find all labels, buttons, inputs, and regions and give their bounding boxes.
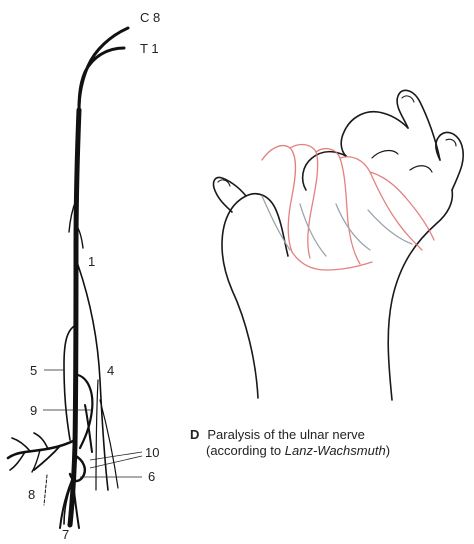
deep-branch-c: [12, 438, 30, 451]
caption-line-1: Paralysis of the ulnar nerve: [207, 427, 365, 442]
leader-10-b: [90, 456, 142, 468]
nerve-trunk: [70, 110, 79, 525]
nail-ring: [402, 96, 414, 102]
label-9: 9: [30, 404, 37, 418]
ulnar-nerve-drawing: [8, 28, 128, 528]
red-finger-5: [370, 172, 434, 240]
label-7: 7: [62, 528, 69, 542]
knuckle-line-1: [372, 151, 398, 158]
branch-4-b: [100, 400, 118, 488]
gray-finger-1: [262, 196, 290, 250]
ring-finger-outline: [397, 90, 440, 160]
flexed-finger-shading: [262, 196, 412, 256]
deep-branch-b: [34, 433, 48, 449]
gray-finger-4: [368, 210, 412, 244]
claw-hand-drawing: [213, 90, 463, 400]
nail-little: [446, 139, 456, 146]
palm-right-edge: [388, 190, 452, 400]
label-8: 8: [28, 488, 35, 502]
label-1: 1: [88, 255, 95, 269]
normal-position-overlay: [262, 145, 434, 270]
leader-lines: [43, 370, 142, 477]
knuckle-line-2: [410, 166, 432, 172]
caption-author: Lanz-Wachsmuth: [285, 443, 386, 458]
red-finger-3: [316, 149, 360, 264]
red-finger-1: [262, 146, 296, 252]
hand-outline: [222, 194, 288, 398]
red-finger-2: [290, 145, 318, 258]
branch-4-c: [96, 380, 98, 490]
caption-letter: D: [190, 427, 199, 442]
red-fingertip-arc: [292, 252, 372, 270]
label-5: 5: [30, 364, 37, 378]
little-finger-outline: [436, 132, 463, 190]
gray-finger-2: [300, 204, 326, 256]
deep-branch-main: [8, 440, 75, 458]
label-t1: T 1: [140, 42, 159, 56]
caption-line-2-pre: (according to: [206, 443, 285, 458]
caption-line-2-post: ): [386, 443, 390, 458]
gray-finger-3: [336, 204, 370, 250]
label-4: 4: [107, 364, 114, 378]
branch-8-dashed: [44, 475, 47, 505]
label-c8: C 8: [140, 11, 160, 25]
label-10: 10: [145, 446, 159, 460]
root-t1: [79, 48, 124, 110]
caption-line-2: (according to Lanz-Wachsmuth): [190, 443, 390, 459]
figure-caption: D Paralysis of the ulnar nerve (according…: [190, 427, 390, 459]
middle-finger-outline: [341, 112, 408, 156]
label-6: 6: [148, 470, 155, 484]
leader-10-a: [90, 452, 142, 460]
thumb-outline: [213, 177, 246, 212]
